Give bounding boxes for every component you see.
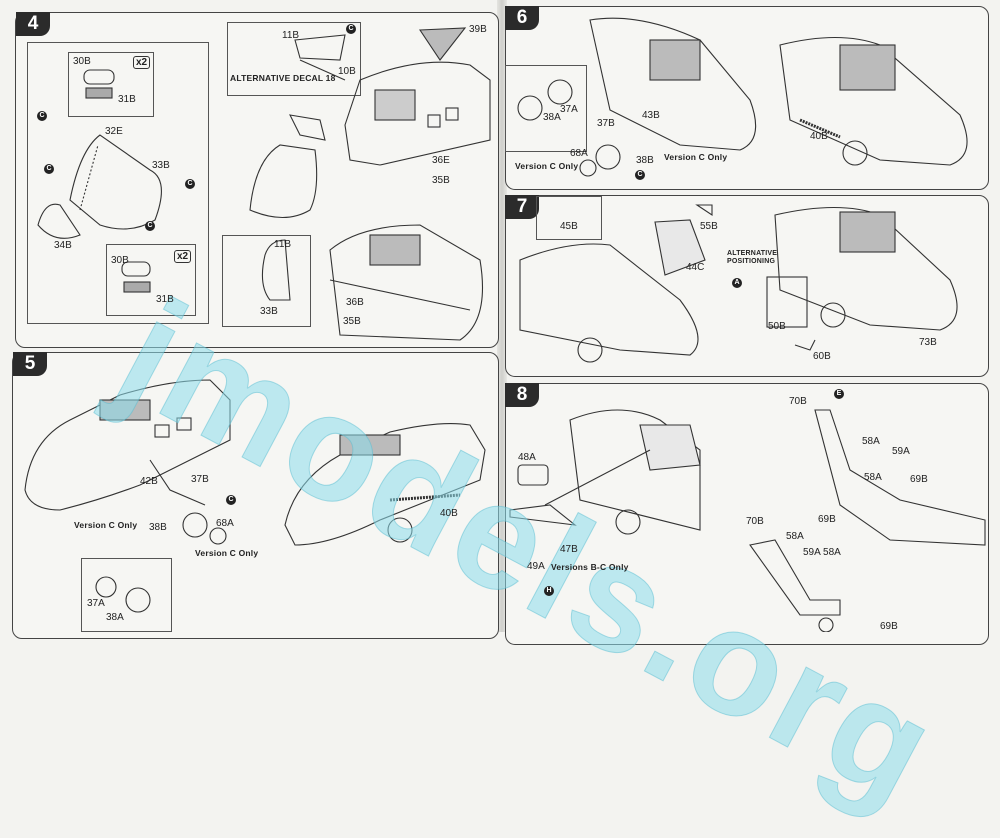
part-label: 37A	[87, 598, 105, 609]
step-4-subassembly-box	[27, 42, 209, 324]
part-label: 10B	[338, 66, 356, 77]
alternative-decal-note: Alternative Decal 18	[230, 73, 336, 83]
part-label: 38A	[543, 112, 561, 123]
part-label: 38A	[106, 612, 124, 623]
version-note: Version C Only	[195, 548, 259, 558]
version-note: Version C Only	[515, 161, 579, 171]
part-label: 47B	[560, 544, 578, 555]
part-label: 33B	[152, 160, 170, 171]
step-4-decal-inset	[227, 22, 361, 96]
marker-c: C	[44, 164, 54, 174]
part-label: 32E	[105, 126, 123, 137]
step-4-number: 4	[16, 12, 50, 36]
marker-c: C	[185, 179, 195, 189]
marker-e: E	[834, 389, 844, 399]
part-label: 45B	[560, 221, 578, 232]
part-label: 58A	[864, 472, 882, 483]
version-note: Version C Only	[74, 520, 138, 530]
part-label: 58A	[862, 436, 880, 447]
part-label: 11B	[274, 239, 292, 250]
marker-c: C	[226, 495, 236, 505]
step-5-number: 5	[13, 352, 47, 376]
step-4-inset-bottom	[106, 244, 196, 316]
step-7-inset-45b	[536, 196, 602, 240]
part-label: 69B	[880, 621, 898, 632]
step-4-inset-top	[68, 52, 154, 117]
part-label: 59A	[892, 446, 910, 457]
marker-h: H	[544, 586, 554, 596]
part-label: 38B	[149, 522, 167, 533]
part-label: 68A	[570, 148, 588, 159]
part-label: 31B	[156, 294, 174, 305]
part-label: 49A	[527, 561, 545, 572]
part-label: 34B	[54, 240, 72, 251]
part-label: 42B	[140, 476, 158, 487]
part-label: 37B	[191, 474, 209, 485]
part-label: 30B	[111, 255, 129, 266]
part-label: 39B	[469, 24, 487, 35]
marker-c: C	[37, 111, 47, 121]
page-gutter	[497, 0, 507, 632]
step-6-wheel-inset	[505, 65, 587, 152]
part-label: 69B	[818, 514, 836, 525]
part-label: 58A	[786, 531, 804, 542]
part-label: 50B	[768, 321, 786, 332]
part-label: 33B	[260, 306, 278, 317]
part-label: 70B	[746, 516, 764, 527]
part-label: 36B	[346, 297, 364, 308]
step-4-inset-33b	[222, 235, 311, 327]
part-label: 35B	[343, 316, 361, 327]
part-label: 35B	[432, 175, 450, 186]
marker-a: A	[732, 278, 742, 288]
marker-c: C	[635, 170, 645, 180]
part-label: 30B	[73, 56, 91, 67]
part-label: 70B	[789, 396, 807, 407]
part-label: 38B	[636, 155, 654, 166]
alternative-positioning-note: Alternative Positioning	[727, 250, 778, 265]
version-note: Version C Only	[664, 152, 728, 162]
quantity-x2: x2	[133, 56, 151, 69]
part-label: 11B	[282, 30, 300, 41]
marker-c: C	[145, 221, 155, 231]
part-label: 37B	[597, 118, 615, 129]
part-label: 37A	[560, 104, 578, 115]
marker-c: C	[346, 24, 356, 34]
part-label: 69B	[910, 474, 928, 485]
part-label: 43B	[642, 110, 660, 121]
part-label: 68A	[216, 518, 234, 529]
part-label: 73B	[919, 337, 937, 348]
step-6-number: 6	[505, 6, 539, 30]
part-label: 44C	[686, 262, 705, 273]
step-8-number: 8	[505, 383, 539, 407]
step-5-wheel-inset	[81, 558, 172, 632]
part-label: 40B	[440, 508, 458, 519]
part-label: 31B	[118, 94, 136, 105]
part-label: 55B	[700, 221, 718, 232]
part-label: 59A 58A	[803, 547, 841, 558]
part-label: 60B	[813, 351, 831, 362]
quantity-x2: x2	[174, 250, 192, 263]
version-note: Versions B-C Only	[551, 562, 629, 572]
part-label: 36E	[432, 155, 450, 166]
part-label: 48A	[518, 452, 536, 463]
step-7-number: 7	[505, 195, 539, 219]
part-label: 40B	[810, 131, 828, 142]
